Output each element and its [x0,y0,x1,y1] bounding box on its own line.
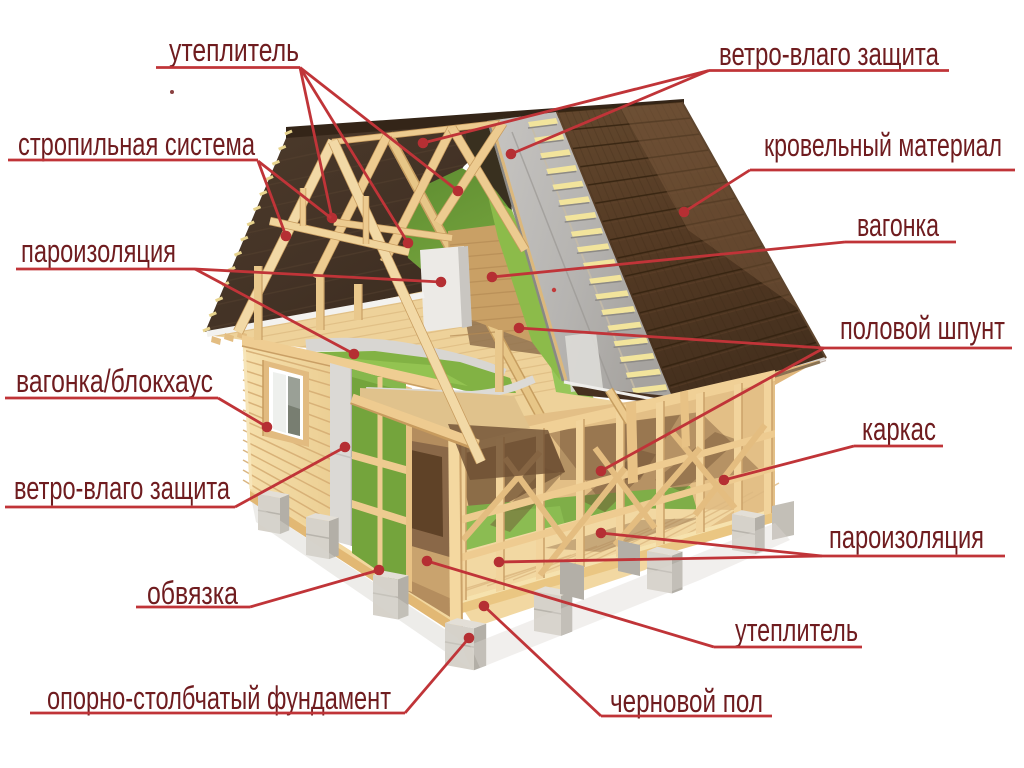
svg-text:утеплитель: утеплитель [735,613,858,649]
svg-text:опорно-столбчатый фундамент: опорно-столбчатый фундамент [47,681,391,717]
svg-text:стропильная система: стропильная система [18,127,256,163]
svg-text:утеплитель: утеплитель [169,33,299,69]
svg-text:черновой пол: черновой пол [610,684,763,720]
svg-text:кровельный материал: кровельный материал [764,128,1002,164]
svg-text:пароизоляция: пароизоляция [21,234,176,270]
svg-text:каркас: каркас [862,412,936,448]
svg-text:ветро-влаго защита: ветро-влаго защита [14,471,231,507]
svg-text:пароизоляция: пароизоляция [829,520,984,556]
svg-text:ветро-влаго защита: ветро-влаго защита [719,37,940,73]
svg-text:половой шпунт: половой шпунт [840,311,1005,347]
svg-text:вагонка: вагонка [857,208,940,244]
svg-text:вагонка/блокхаус: вагонка/блокхаус [16,364,213,400]
